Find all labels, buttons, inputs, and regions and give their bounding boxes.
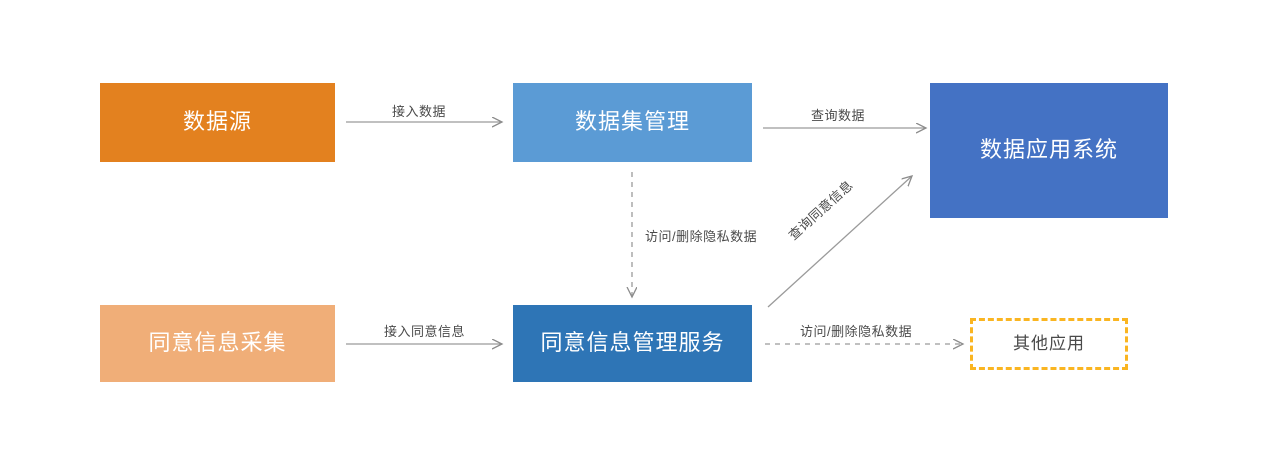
node-consent-management-service[interactable]: 同意信息管理服务 <box>513 305 752 382</box>
edge-label-ingest-data: 接入数据 <box>392 104 447 119</box>
edge-label-query-data: 查询数据 <box>811 108 866 123</box>
node-data-application-system[interactable]: 数据应用系统 <box>930 83 1168 218</box>
edge-label-ingest-consent-info: 接入同意信息 <box>384 324 466 339</box>
edge-label-access-delete-private-data-horizontal: 访问/删除隐私数据 <box>800 324 913 339</box>
edge-query-consent-line <box>767 176 912 308</box>
edge-label-access-delete-private-data-vertical: 访问/删除隐私数据 <box>645 229 758 244</box>
node-data-source[interactable]: 数据源 <box>100 83 335 162</box>
node-dataset-management[interactable]: 数据集管理 <box>513 83 752 162</box>
node-other-applications[interactable]: 其他应用 <box>970 318 1128 370</box>
node-consent-collection[interactable]: 同意信息采集 <box>100 305 335 382</box>
